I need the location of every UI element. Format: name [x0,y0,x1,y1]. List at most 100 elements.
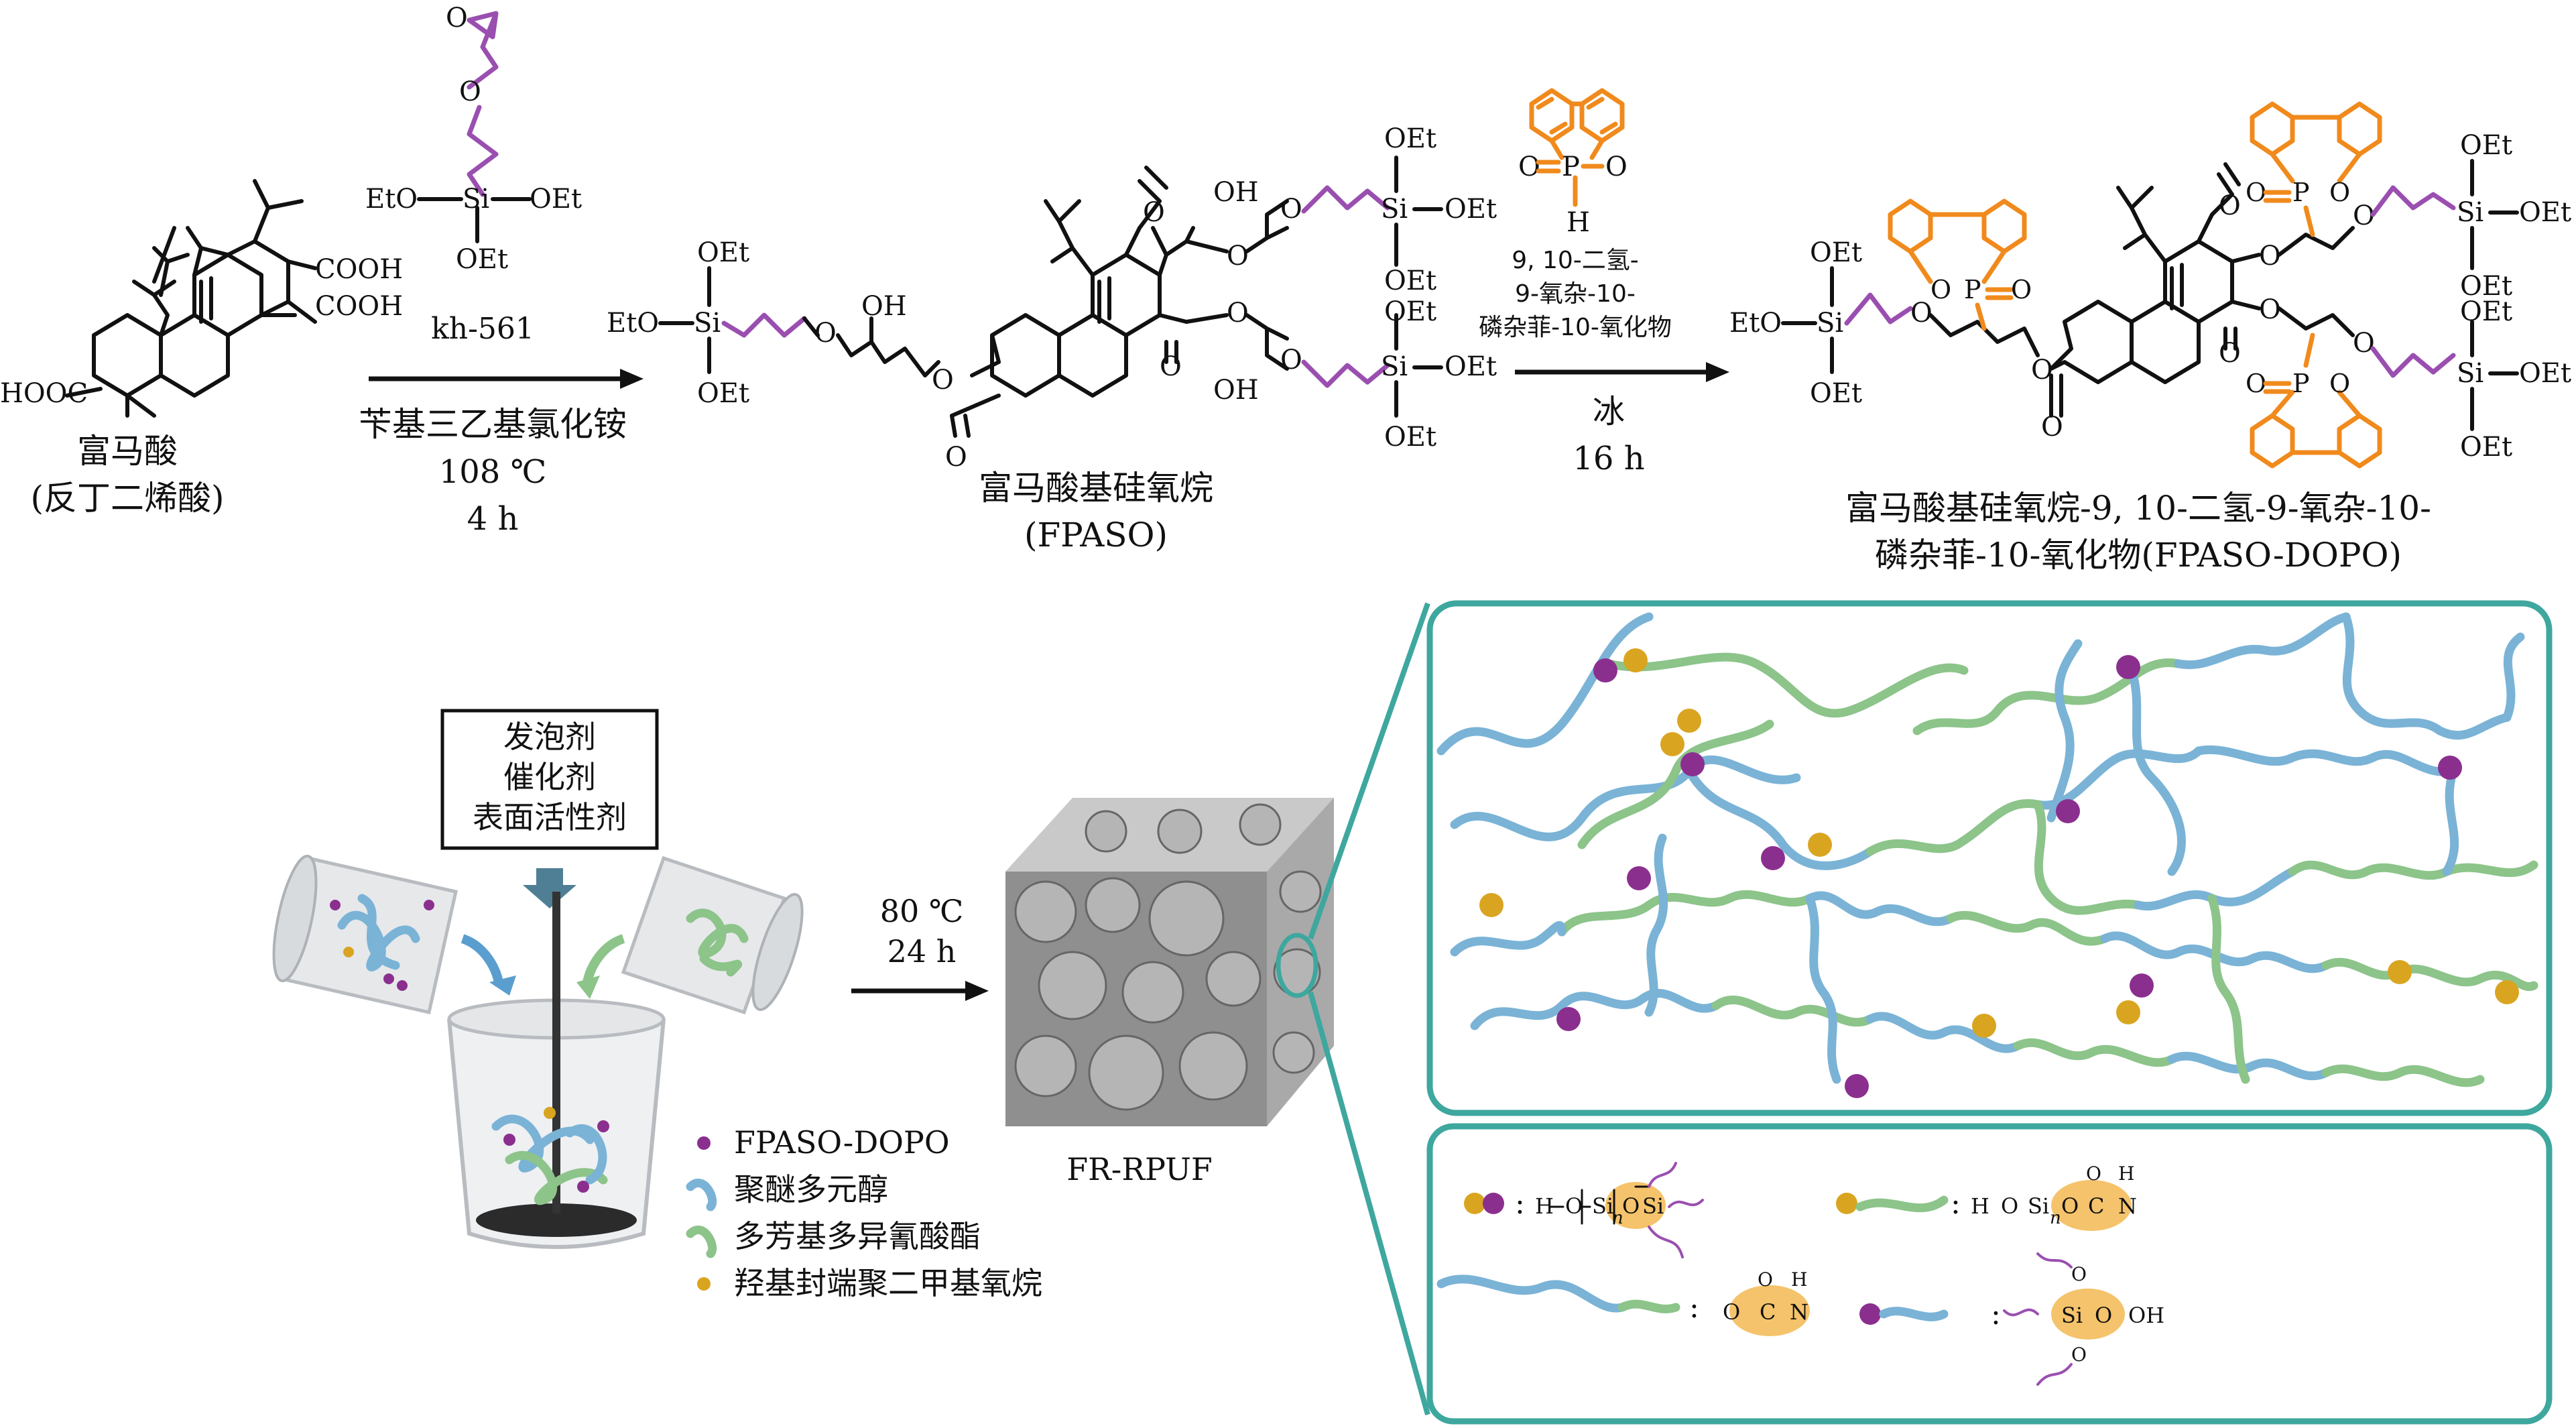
fpaso-dopo-product: OEt EtO Si OEt O O P O O O O O O O O O P… [1729,101,2571,575]
step1-temp: 108 ℃ [439,453,547,491]
prod-oet-l1: OEt [1810,237,1862,268]
legend-gold-dot-icon [697,1277,711,1291]
colon-c: : [1689,1291,1699,1325]
zoom-lines [1308,602,1430,1416]
kh561-structure: O O EtO Si OEt OEt kh-561 [365,3,582,346]
prod-oet-r2: OEt [2519,197,2571,228]
fumaric-name-alt: (反丁二烯酸) [30,479,224,518]
fumaric-name: 富马酸 [77,432,178,471]
additive-foaming-agent: 发泡剂 [503,719,596,755]
bond-a-si2: Si [1642,1193,1664,1219]
fpaso-si-bottom: Si [1381,351,1408,382]
fpaso-oet-3: OEt [1384,265,1436,296]
bond-d-o: O [2095,1303,2112,1328]
prod-o-left: O [1910,298,1933,329]
fpaso-oh-bottom: OH [1213,375,1259,406]
prod-oet-r3: OEt [2460,271,2512,302]
silane-si: Si [694,308,721,339]
cure-temp: 80 ℃ [880,893,964,929]
reaction-arrow-1: 苄基三乙基氯化铵 108 ℃ 4 h [359,369,643,538]
prod-oet-r6: OEt [2460,432,2512,463]
legend-label-2: 多芳基多异氰酸酯 [734,1218,981,1254]
bond-b-si: Si [2028,1193,2049,1219]
silane-oet-bottom: OEt [697,378,749,409]
legend-purple-dot-icon [697,1136,711,1150]
prod-dopo1-oxo: O [2011,275,2032,304]
hooc-label: HOOC [0,378,88,409]
bond-b-nh: H [2118,1163,2134,1185]
legend-label-1: 聚醚多元醇 [734,1171,888,1207]
bond-legend-panel: : H O Si n O Si : H O Si n O C N O H : O… [1426,1123,2553,1425]
prod-ether-o-bottom: O [2353,328,2375,359]
legend-green-coil-icon [686,1226,717,1258]
product-name-2: 磷杂菲-10-氧化物(FPASO-DOPO) [1875,536,2402,575]
silane-o: O [814,318,837,349]
kh561-name: kh-561 [431,312,534,346]
dopo-name-3: 磷杂菲-10-氧化物 [1479,314,1672,341]
cooh2-label: COOH [315,291,403,322]
fpaso-ester-o-top: O [1227,241,1249,272]
bond-a-si: Si [1592,1193,1613,1219]
bond-b-nitrogen: N [2118,1193,2137,1219]
product-name-1: 富马酸基硅氧烷-9, 10-二氢-9-氧杂-10- [1845,489,2431,528]
legend: FPASO-DOPO 聚醚多元醇 多芳基多异氰酸酯 羟基封端聚二甲基氧烷 [686,1124,1042,1301]
prod-ester-o-bottom: O [2259,294,2281,325]
additives-box: 发泡剂 催化剂 表面活性剂 [440,709,659,908]
prod-dopo3-oxo: O [2246,369,2266,398]
kh561-epoxy-o: O [446,3,468,34]
kh561-eto: EtO [365,184,418,215]
step1-catalyst: 苄基三乙基氯化铵 [359,405,627,444]
cube-label: FR-RPUF [1066,1151,1213,1187]
right-cup [576,855,804,1015]
colon-a: : [1515,1187,1525,1221]
bond-d-o-top: O [2071,1263,2087,1285]
fpaso-oet-6: OEt [1384,422,1436,453]
prod-top-o: O [2219,190,2241,221]
cure-arrow: 80 ℃ 24 h [851,893,989,1001]
network-panel [1426,600,2553,1116]
fpaso-abbrev: (FPASO) [1024,516,1168,554]
bond-c-h: H [1791,1268,1807,1291]
bond-b-oxo: O [2086,1163,2101,1185]
kh561-oet-bottom: OEt [456,244,508,275]
bond-b-o2: O [2061,1193,2079,1219]
prod-dopo3-p: P [2292,369,2310,398]
fumaric-acid-structure: COOH COOH HOOC 富马酸 (反丁二烯酸) [0,179,403,518]
prod-si-top: Si [2457,197,2483,228]
fpaso-oet-4: OEt [1384,296,1436,327]
colon-d: : [1991,1297,2001,1331]
dopo-ring-o: O [1605,152,1628,182]
dopo-name-1: 9, 10-二氢- [1512,247,1639,274]
bond-c-c: C [1760,1299,1776,1325]
legend-label-0: FPASO-DOPO [734,1124,950,1161]
bond-c-oxo: O [1758,1268,1773,1291]
fpaso-structure: O O O O O O OH OH O O Si Si OEt OEt OEt … [903,123,1497,554]
fpaso-ester-o-bottom: O [1227,298,1249,329]
fpaso-oet-5: OEt [1445,351,1497,382]
fpaso-ester-o: O [932,365,954,396]
cooh1-label: COOH [315,254,403,285]
kh561-ether-o: O [459,76,481,107]
prod-si-bottom: Si [2457,358,2483,389]
additive-surfactant: 表面活性剂 [473,799,627,835]
additive-catalyst: 催化剂 [503,759,596,795]
fpaso-oet-2: OEt [1445,194,1497,225]
fpaso-name: 富马酸基硅氧烷 [979,469,1213,508]
fpaso-oh-top: OH [1213,177,1259,208]
step2-time: 16 h [1573,440,1644,477]
dopo-reagent: P O O H 9, 10-二氢- 9-氧杂-10- 磷杂菲-10-氧化物 冰 … [1479,88,1729,477]
mixing-beaker [447,892,666,1249]
colon-b: : [1951,1187,1961,1221]
step2-solvent: 冰 [1593,393,1625,430]
zoom-region-marker [1276,933,1318,998]
bond-c-n: N [1790,1299,1808,1325]
prod-oet-r1: OEt [2460,130,2512,161]
foam-cube: FR-RPUF [1005,798,1334,1187]
dopo-h: H [1567,207,1590,238]
bond-d-o-bottom: O [2071,1344,2087,1366]
bond-b-o: O [2001,1193,2018,1219]
fpaso-top-o: O [1143,197,1165,228]
kh561-oet-right: OEt [530,184,582,215]
prod-dopo2-oxo: O [2246,178,2266,207]
